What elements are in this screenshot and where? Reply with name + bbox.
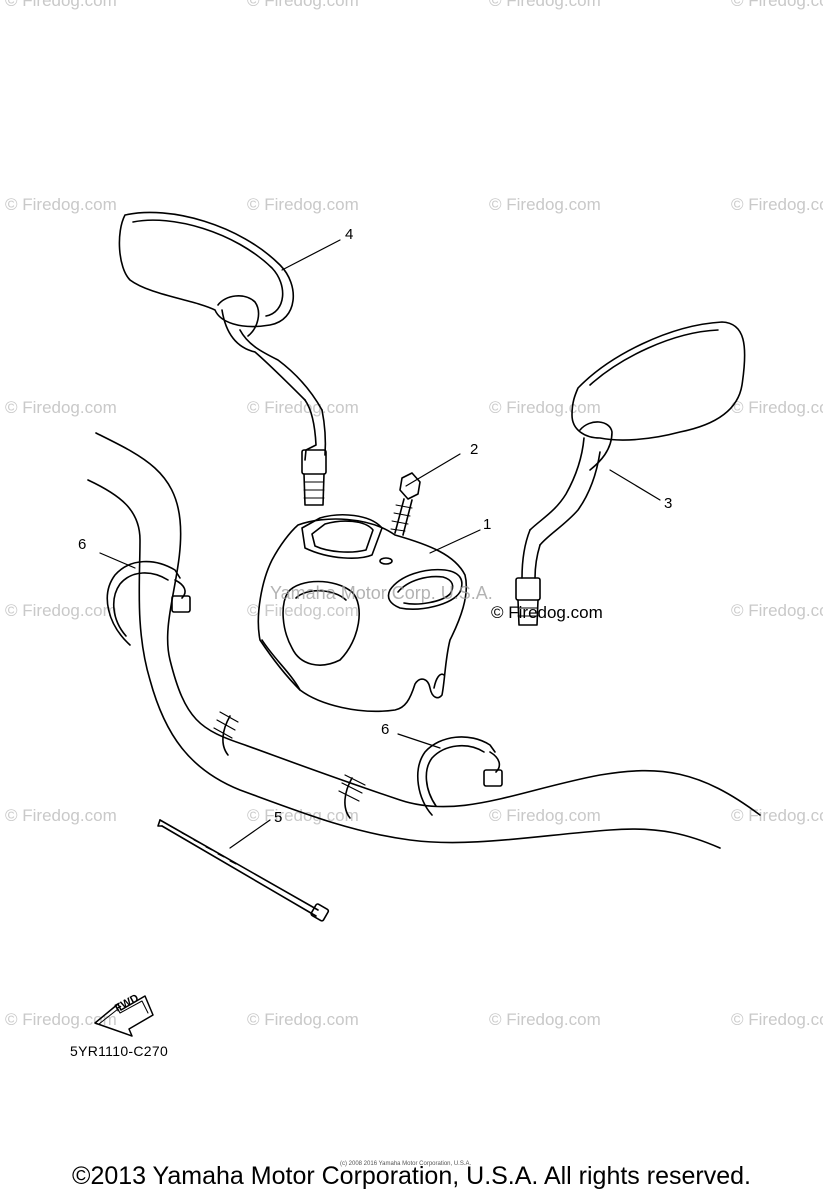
- cable-tie: [157, 819, 330, 922]
- callout-part-6-left: 6: [78, 536, 87, 553]
- callout-part-2: 2: [470, 441, 479, 458]
- watermark: © Firedog.com: [489, 0, 601, 10]
- watermark: © Firedog.com: [247, 195, 359, 214]
- watermark: © Firedog.com: [731, 1010, 823, 1029]
- watermark: © Firedog.com: [5, 195, 117, 214]
- bolt: [390, 472, 421, 536]
- watermark: © Firedog.com: [5, 601, 117, 620]
- callout-part-5: 5: [274, 809, 283, 826]
- watermark: © Firedog.com: [247, 398, 359, 417]
- watermark: © Firedog.com: [731, 601, 823, 620]
- cover: [257, 514, 468, 713]
- watermark: © Firedog.com: [489, 806, 601, 825]
- callout-part-6-right: 6: [381, 721, 390, 738]
- center-stamp: Yamaha Motor Corp. U.S.A.: [270, 583, 493, 603]
- watermark: © Firedog.com: [489, 195, 601, 214]
- fwd-arrow: [94, 995, 154, 1037]
- watermark: © Firedog.com: [489, 1010, 601, 1029]
- watermark: © Firedog.com: [5, 398, 117, 417]
- mirror-left: [118, 211, 327, 506]
- tiny-copyright: (c) 2008 2016 Yamaha Motor Corporation, …: [340, 1161, 472, 1167]
- diagram-code: 5YR1110-C270: [70, 1043, 169, 1059]
- copyright-notice: ©2013 Yamaha Motor Corporation, U.S.A. A…: [72, 1162, 751, 1190]
- clamp-left: [106, 560, 191, 646]
- watermark: © Firedog.com: [247, 1010, 359, 1029]
- watermark: © Firedog.com: [5, 806, 117, 825]
- watermark: © Firedog.com: [731, 195, 823, 214]
- callout-part-3: 3: [664, 495, 673, 512]
- leader-lines: [99, 239, 661, 849]
- watermark: © Firedog.com: [731, 0, 823, 10]
- watermark: © Firedog.com: [731, 398, 823, 417]
- watermark: © Firedog.com: [247, 806, 359, 825]
- center-watermark: © Firedog.com: [491, 603, 603, 622]
- watermark: © Firedog.com: [247, 601, 359, 620]
- callout-part-1: 1: [483, 516, 492, 533]
- watermark: © Firedog.com: [5, 1010, 117, 1029]
- watermark: © Firedog.com: [247, 0, 359, 10]
- mirror-right: [515, 321, 746, 626]
- callout-part-4: 4: [345, 226, 354, 243]
- clamp-right: [417, 736, 503, 816]
- handlebar: [87, 432, 761, 849]
- watermark: © Firedog.com: [5, 0, 117, 10]
